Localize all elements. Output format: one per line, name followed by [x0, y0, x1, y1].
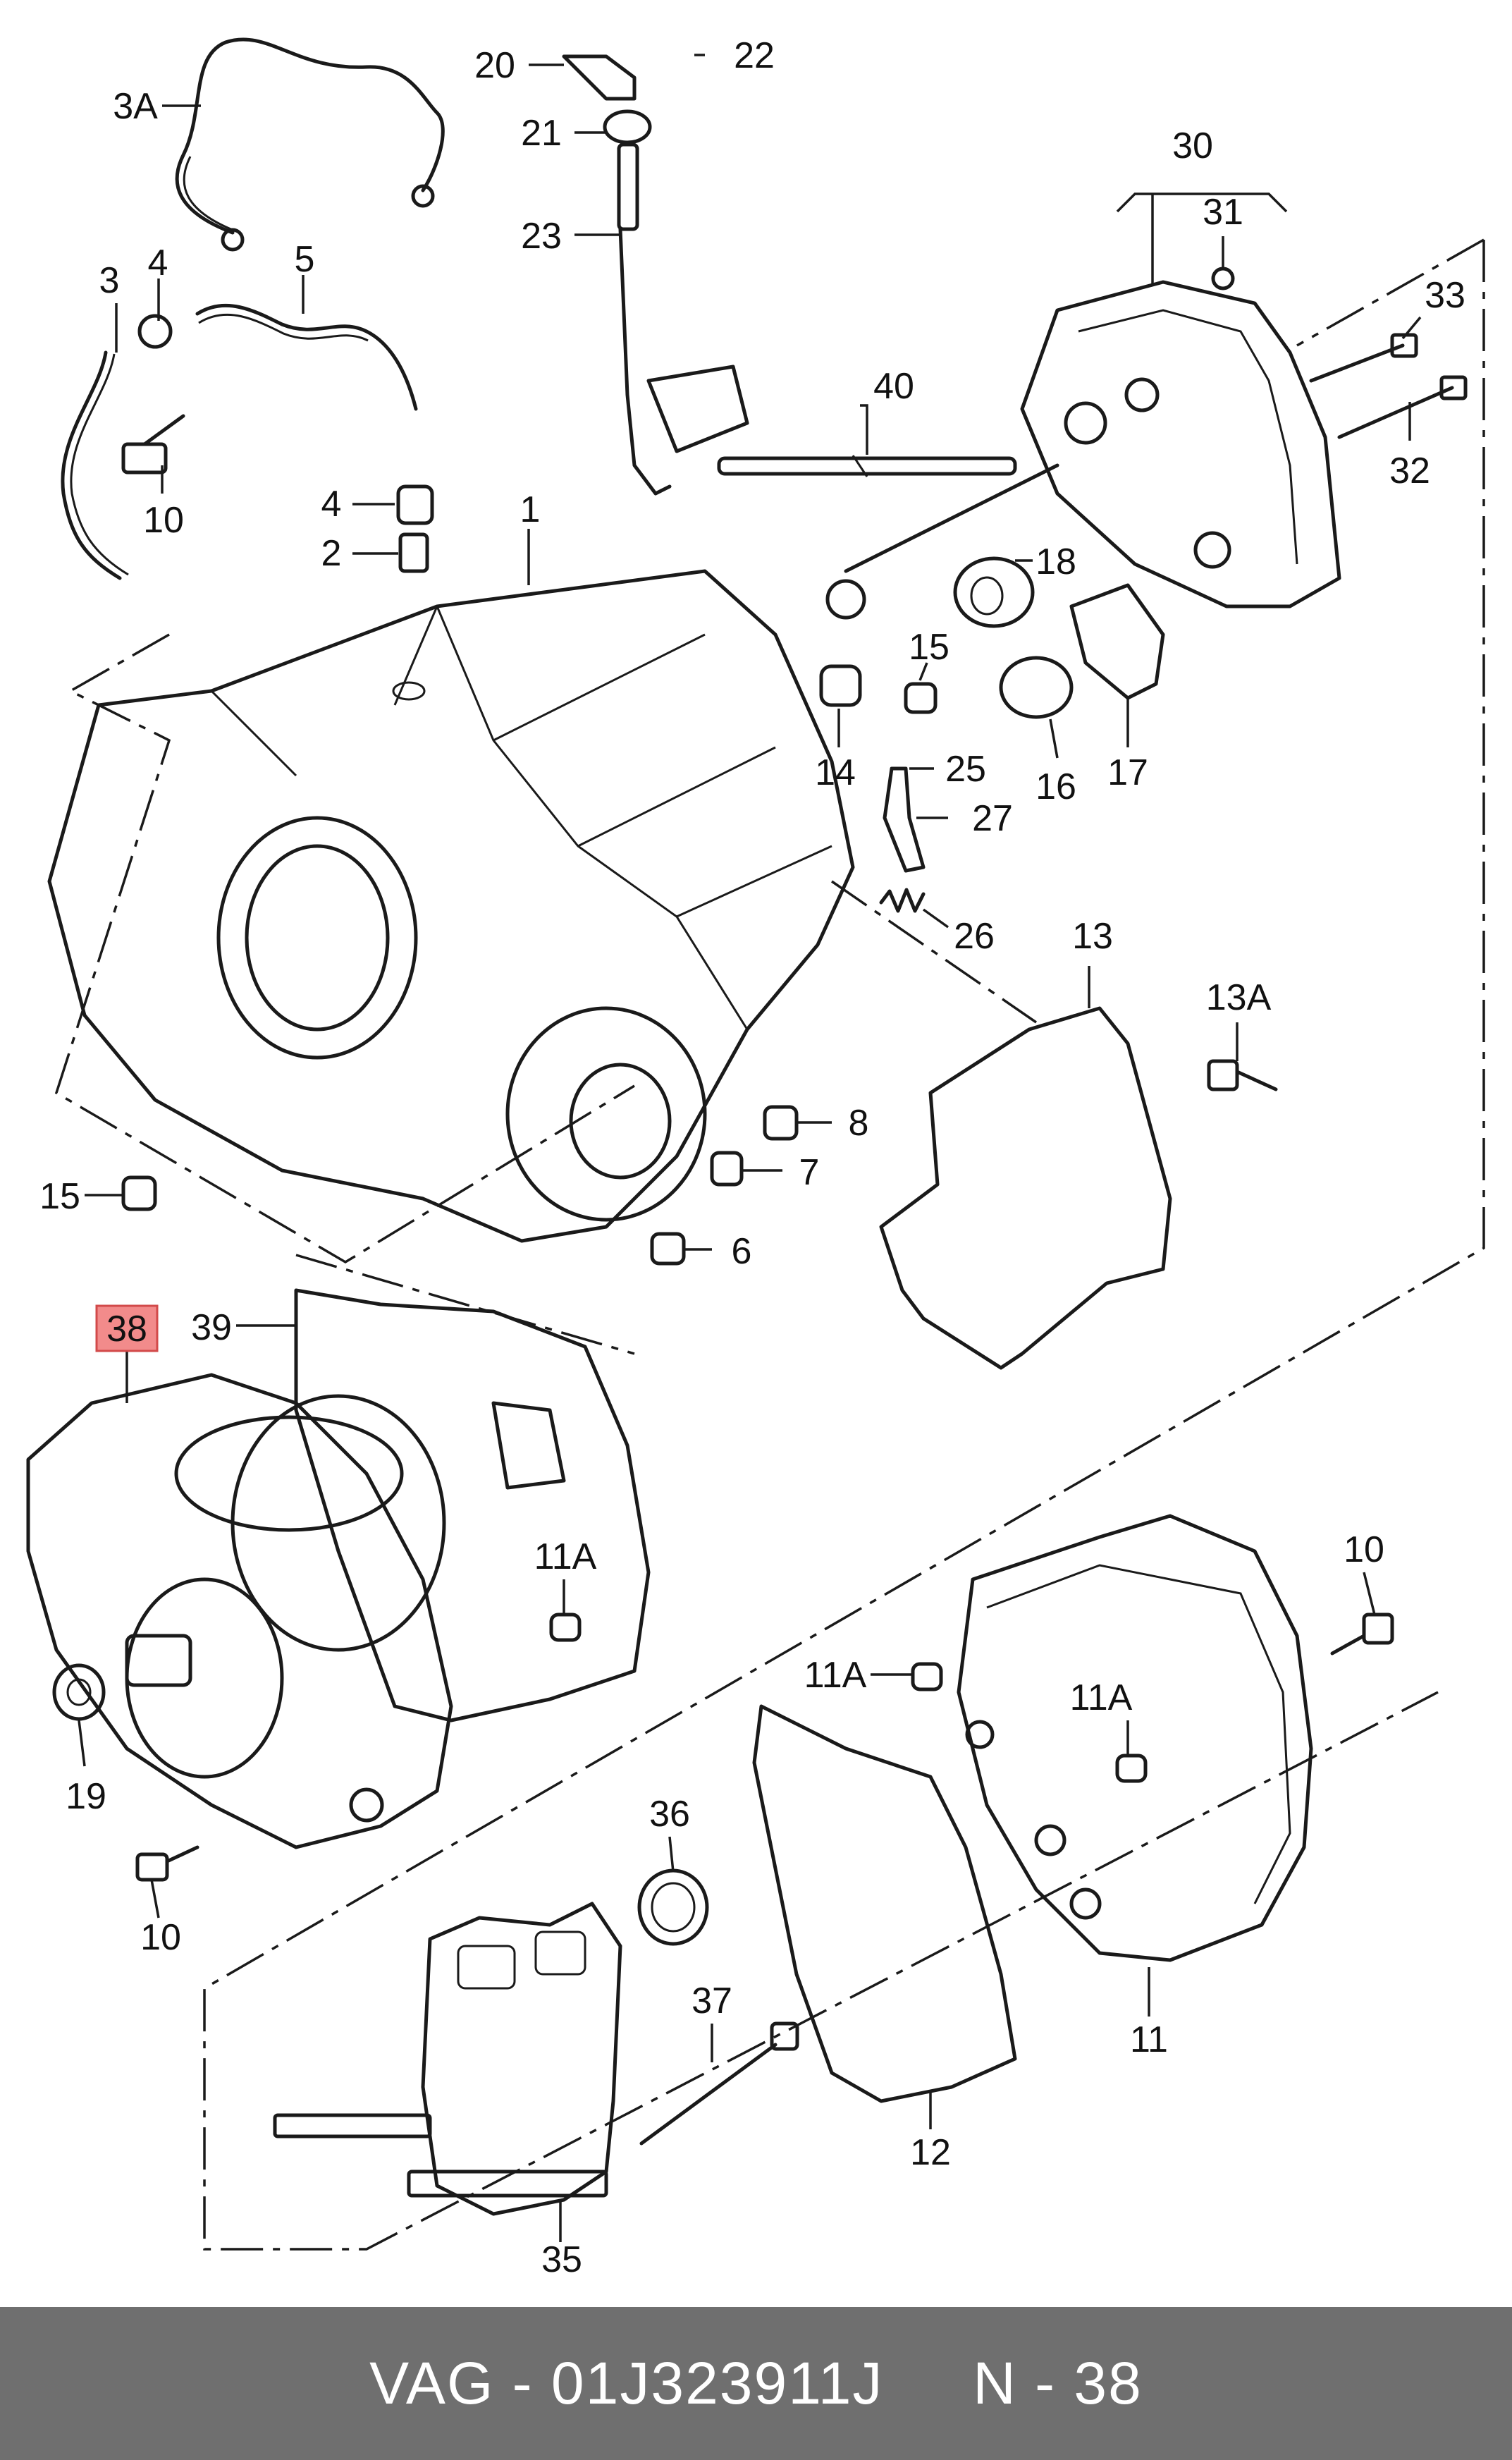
callout-6: 6: [732, 1231, 752, 1272]
callout-40: 40: [873, 366, 914, 407]
assembly-dash-lines: [54, 238, 1485, 2251]
callout-10c: 10: [1344, 1529, 1384, 1570]
bearing-15-upper: [904, 682, 938, 714]
pin-11a-left: [549, 1613, 582, 1642]
callout-13a: 13A: [1206, 977, 1272, 1018]
pin-11a-right: [1115, 1754, 1148, 1783]
cover-11: [957, 1514, 1313, 1962]
shaft-40: [717, 455, 1017, 477]
callout-33: 33: [1425, 275, 1465, 316]
callout-21: 21: [521, 113, 562, 154]
callout-3a: 3A: [113, 86, 158, 127]
callout-2: 2: [321, 533, 342, 574]
callout-11a-2: 11A: [804, 1655, 867, 1696]
seal-36: [637, 1868, 709, 1946]
callout-11a-1: 11A: [534, 1536, 597, 1577]
transfer-case-38: [26, 1373, 566, 1849]
callout-30: 30: [1172, 126, 1213, 166]
callout-27: 27: [972, 798, 1013, 839]
callout-1: 1: [520, 489, 541, 530]
hose-3a: [175, 37, 445, 235]
plug-8: [763, 1105, 799, 1141]
bolt-10-left: [135, 1845, 199, 1882]
footer-part-number: VAG - 01J323911J N - 38: [369, 2350, 1143, 2416]
highlight-box-38: [95, 1304, 159, 1352]
callout-35: 35: [541, 2239, 582, 2280]
callout-18: 18: [1035, 541, 1076, 582]
callout-19: 19: [66, 1776, 106, 1817]
heat-shield-13: [879, 1006, 1172, 1370]
clip-17: [1069, 583, 1165, 700]
plug-4: [396, 484, 434, 525]
callout-20: 20: [474, 45, 515, 86]
callout-38: 38: [106, 1309, 147, 1350]
bolt-10-right: [1330, 1613, 1394, 1656]
callout-5: 5: [295, 239, 315, 280]
pin-11a-mid: [911, 1662, 943, 1691]
callout-10b: 10: [140, 1917, 181, 1958]
callout-23: 23: [521, 216, 562, 257]
seal-19: [52, 1663, 106, 1721]
footer-bar: VAG - 01J323911J N - 38: [0, 2307, 1512, 2460]
callout-10a: 10: [143, 500, 184, 541]
callout-39: 39: [191, 1307, 232, 1348]
hose-5: [195, 303, 418, 411]
callout-15a: 15: [909, 627, 949, 668]
bolt-10-top: [121, 414, 185, 475]
bolt-13a: [1207, 1059, 1239, 1091]
o-ring-31: [1211, 267, 1235, 290]
callout-36: 36: [649, 1794, 690, 1835]
gasket-12: [752, 1704, 1017, 2103]
callout-8: 8: [849, 1103, 869, 1144]
callout-15b: 15: [39, 1176, 80, 1217]
callout-labels: 3A 3 4 5 10 4 2 1 20 22 21 23 30 31 33 3…: [39, 35, 1465, 2280]
hose-3: [61, 350, 122, 580]
bolt-37: [639, 2021, 799, 2146]
bearing-14: [819, 664, 862, 707]
sleeve-2: [398, 532, 429, 573]
bolts-32-33: [1309, 333, 1468, 439]
callout-22: 22: [734, 35, 775, 76]
callout-32: 32: [1389, 451, 1430, 491]
cup-16: [999, 656, 1074, 719]
callout-4b: 4: [321, 484, 342, 525]
callout-26: 26: [954, 916, 995, 957]
transmission-housing-1: [47, 569, 855, 1243]
callout-17: 17: [1107, 752, 1148, 793]
nut-15-lower: [121, 1175, 157, 1211]
callout-13: 13: [1072, 916, 1113, 957]
callout-12: 12: [910, 2132, 951, 2173]
callout-4a: 4: [148, 243, 168, 283]
pump-assembly-30: [825, 280, 1341, 620]
leader-lines: [78, 54, 1422, 2242]
callout-11a-3: 11A: [1070, 1677, 1133, 1718]
callout-3: 3: [99, 260, 120, 301]
callout-14: 14: [815, 752, 856, 793]
sensor-rod-23: [562, 54, 749, 496]
callout-11: 11: [1130, 2019, 1168, 2060]
plug-6: [650, 1232, 686, 1266]
callout-25: 25: [945, 749, 986, 790]
spring-26: [879, 888, 926, 913]
plug-7: [710, 1151, 744, 1187]
exploded-parts-diagram: 3A 3 4 5 10 4 2 1 20 22 21 23 30 31 33 3…: [26, 35, 1485, 2280]
callout-16: 16: [1035, 766, 1076, 807]
callout-7: 7: [799, 1152, 820, 1193]
callout-37: 37: [692, 1981, 732, 2021]
valve-body-35: [273, 1902, 622, 2216]
bearing-18: [953, 556, 1035, 628]
gasket-39: [294, 1288, 651, 1722]
lever-25: [883, 766, 926, 873]
callout-31: 31: [1203, 192, 1243, 233]
